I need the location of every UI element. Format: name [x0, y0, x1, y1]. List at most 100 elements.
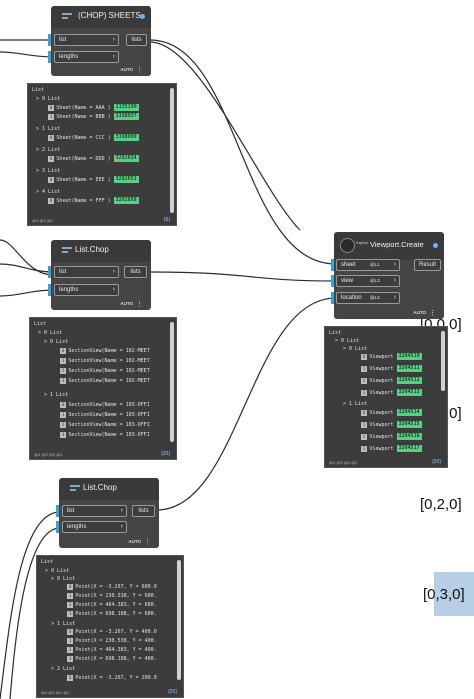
node-header[interactable]: List.Chop [51, 240, 151, 262]
node-viewport-create[interactable]: rhythm Viewport.Create sheet @L1 › view@L3… [331, 232, 444, 319]
input-port-lengths[interactable]: lengths› [54, 51, 119, 63]
status-dot-icon [140, 14, 145, 19]
element-id-value: 3204516 [396, 433, 422, 440]
node-header[interactable]: (CHOP) SHEETS [51, 6, 151, 28]
wire-sheets-to-sheet-b [149, 41, 301, 231]
watch-line: > 0 List [36, 96, 61, 102]
output-port-lists[interactable]: lists [124, 266, 147, 278]
scrollbar[interactable] [441, 331, 445, 391]
list-levels: @3 @2 @1 [32, 218, 54, 223]
chevron-right-icon: › [393, 261, 396, 268]
node-list-chop-1[interactable]: List.Chop list› lengths› lists AUTO ⋮ [48, 240, 151, 310]
node-title: List.Chop [75, 245, 109, 254]
watch-line: > 0 List [335, 338, 360, 344]
node-title: List.Chop [83, 483, 117, 492]
port-label: list [59, 269, 67, 275]
element-id-value: 3204510 [396, 353, 422, 360]
scrollbar[interactable] [170, 88, 174, 213]
watch-line: > 1 List [343, 401, 368, 407]
port-label: sheet [341, 262, 356, 268]
node-chop-sheets[interactable]: (CHOP) SHEETS list› lengths› lists AUTO … [48, 6, 151, 76]
lacing-auto-label[interactable]: AUTO [413, 310, 426, 315]
element-id-value: 1135190 [113, 104, 139, 111]
list-levels: @4 @3 @2 @1 [329, 460, 358, 465]
level-badge: @L1 [370, 262, 380, 267]
wire-in-chop2-lengths [9, 527, 61, 699]
watch-line: > 1 List [36, 126, 61, 132]
watch-line: > 0 List [343, 346, 368, 352]
scrollbar[interactable] [170, 322, 174, 442]
port-label: lengths [59, 287, 79, 293]
node-menu-icon[interactable]: ⋮ [136, 301, 143, 308]
port-label: lengths [67, 524, 87, 530]
watch-line: List [32, 87, 45, 93]
input-port-lengths[interactable]: lengths› [54, 284, 119, 296]
item-count: {20} [168, 689, 177, 695]
lacing-auto-label[interactable]: AUTO [120, 67, 133, 72]
node-header[interactable]: List.Chop [59, 478, 159, 500]
port-selected-marker [48, 266, 51, 278]
node-header[interactable]: rhythm Viewport.Create [334, 232, 444, 260]
lacing-auto-label[interactable]: AUTO [128, 539, 141, 544]
node-menu-icon[interactable]: ⋮ [144, 539, 151, 546]
wire-chop1-to-view [149, 271, 337, 282]
lacing-auto-label[interactable]: AUTO [120, 301, 133, 306]
element-id-value: 3204514 [396, 409, 422, 416]
list-chop-icon [62, 13, 72, 19]
port-selected-marker [331, 275, 334, 287]
input-port-list[interactable]: list› [62, 505, 127, 517]
port-label: list [67, 508, 75, 514]
output-port-lists[interactable]: lists [126, 34, 147, 46]
watch-line: > 1 List [51, 621, 76, 627]
port-selected-marker [48, 34, 51, 46]
input-port-list[interactable]: list› [54, 34, 119, 46]
port-label: list [59, 37, 67, 43]
node-menu-icon[interactable]: ⋮ [429, 310, 436, 317]
input-port-list[interactable]: list› [54, 266, 119, 278]
scrollbar[interactable] [177, 560, 181, 680]
input-port-lengths[interactable]: lengths› [62, 521, 127, 533]
node-list-chop-2[interactable]: List.Chop list› lengths› lists AUTO ⋮ [56, 478, 159, 548]
chevron-right-icon: › [393, 294, 396, 301]
output-port-lists[interactable]: lists [132, 505, 155, 517]
item-count: {20} [161, 451, 170, 457]
element-id-value: 3204517 [396, 445, 422, 452]
list-levels: @4 @3 @2 @1 [41, 690, 70, 695]
wire-in-chop2-list [0, 511, 61, 699]
wire-chop2-to-location [156, 297, 337, 511]
watch-line: > 0 List [38, 330, 63, 336]
input-port-sheet[interactable]: sheet @L1 › [336, 259, 400, 271]
element-id-value: 3204513 [396, 389, 422, 396]
element-id-value: 3202668 [113, 197, 139, 204]
input-port-location[interactable]: location@L3› [336, 292, 400, 304]
input-port-view[interactable]: view@L3› [336, 275, 400, 287]
node-menu-icon[interactable]: ⋮ [136, 67, 143, 74]
watch-line: List [34, 321, 47, 327]
output-port-result[interactable]: Result [414, 259, 441, 271]
wire-in-chop1-list [0, 263, 55, 273]
port-selected-marker [56, 521, 59, 533]
